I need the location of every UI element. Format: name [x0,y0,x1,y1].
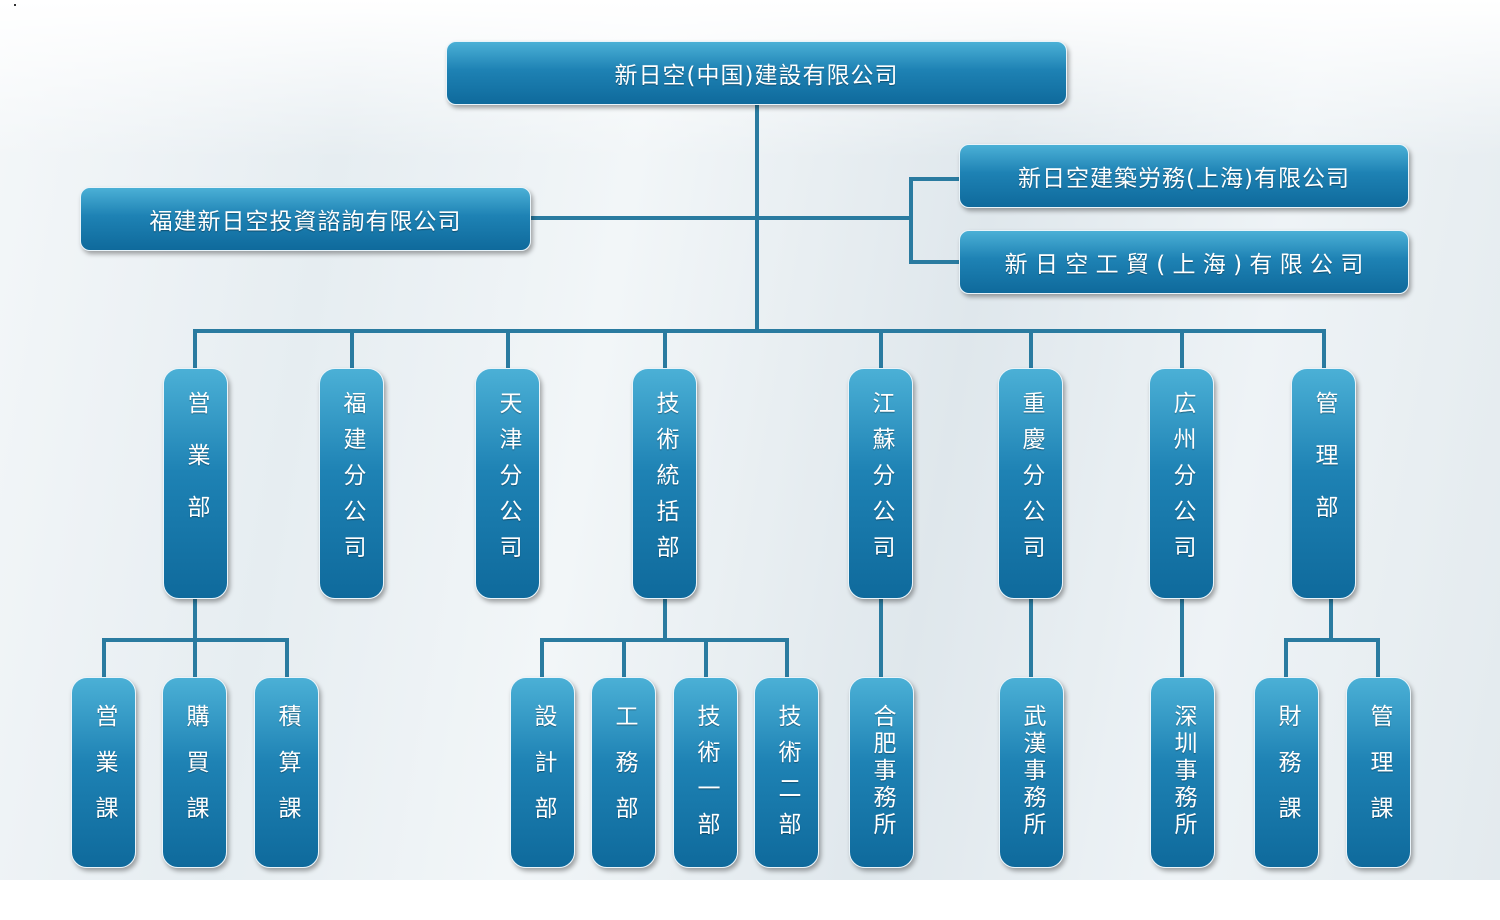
unit-finance-section: 財務課 [1254,677,1319,868]
affiliate-fujian-box: 福建新日空投資諮詢有限公司 [80,187,531,251]
unit-design-dept: 設計部 [510,677,575,868]
dept-guangzhou-branch: 広州分公司 [1149,368,1214,599]
unit-construction-dept: 工務部 [591,677,656,868]
unit-purchasing-section: 購買課 [162,677,227,868]
dept-sales: 営業部 [163,368,228,599]
unit-technical-dept-2: 技術二部 [754,677,819,868]
dept-management: 管理部 [1291,368,1356,599]
dept-jiangsu-branch: 江蘇分公司 [848,368,913,599]
unit-estimation-section: 積算課 [254,677,319,868]
unit-shenzhen-office: 深圳事務所 [1150,677,1215,868]
affiliate-trading-shanghai-box: 新 日 空 工 貿 ( 上 海 ) 有 限 公 司 [959,230,1409,294]
dept-chongqing-branch: 重慶分公司 [998,368,1063,599]
unit-sales-section: 営業課 [71,677,136,868]
dept-fujian-branch: 福建分公司 [319,368,384,599]
root-company-box: 新日空(中国)建設有限公司 [446,41,1067,105]
corner-dot [14,4,16,6]
unit-wuhan-office: 武漢事務所 [999,677,1064,868]
unit-hefei-office: 合肥事務所 [849,677,914,868]
dept-tianjin-branch: 天津分公司 [475,368,540,599]
dept-technical-general: 技術統括部 [632,368,697,599]
affiliate-labor-shanghai-box: 新日空建築労務(上海)有限公司 [959,144,1409,208]
unit-admin-section: 管理課 [1346,677,1411,868]
unit-technical-dept-1: 技術一部 [673,677,738,868]
